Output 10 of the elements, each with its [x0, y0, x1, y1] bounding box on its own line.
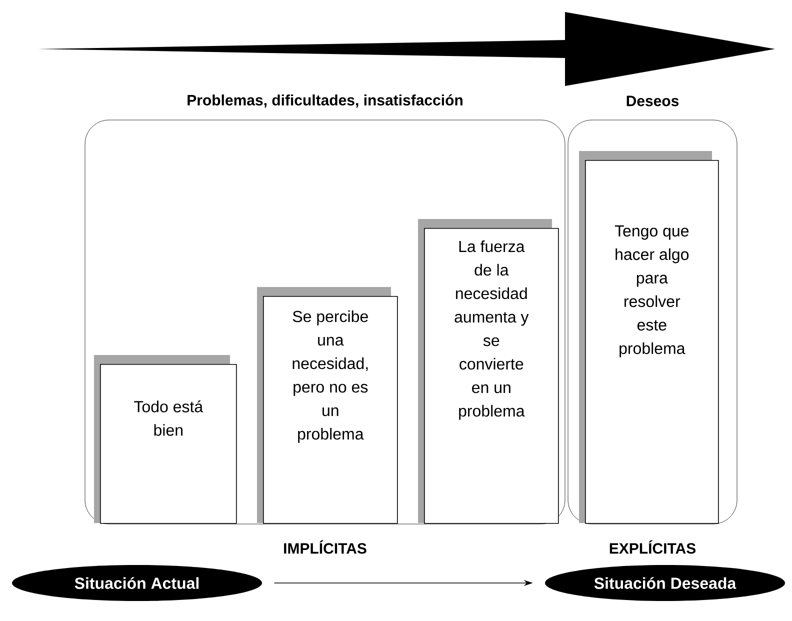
step-card: La fuerza de la necesidad aumenta y se convierte en un problema [418, 219, 559, 524]
group-box [84, 120, 566, 524]
step-card: Todo está bien [94, 355, 237, 524]
group-box [568, 120, 738, 524]
group-heading: EXPLÍCITAS [610, 540, 696, 554]
step-card: Se percibe una necesidad, pero no es un problema [257, 287, 398, 524]
step-card: Tengo que hacer algo para resolver este problema [579, 151, 719, 524]
group-heading: IMPLÍCITAS [284, 540, 366, 554]
group-heading: Problemas, dificultades, insatisfacción [188, 94, 462, 108]
group-heading: Deseos [626, 96, 679, 106]
